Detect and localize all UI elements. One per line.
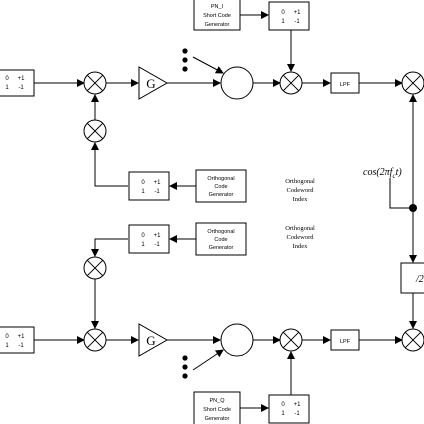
multiplier-top-2	[279, 71, 303, 95]
mapper-text: +1	[18, 76, 26, 82]
ellipsis-dot	[182, 373, 188, 379]
ellipsis-dot	[182, 48, 188, 54]
wire	[192, 349, 224, 371]
mapper-text: 1	[281, 19, 285, 25]
mapper-text: 0	[141, 180, 145, 186]
mapper-text: 1	[281, 411, 285, 417]
junction-dot	[409, 204, 417, 212]
orth-index-label: Codeword	[286, 234, 314, 241]
mapper-text: +1	[294, 402, 302, 408]
orth-index-label: Orthogonal	[285, 225, 315, 232]
wire	[91, 238, 128, 257]
ellipsis-dot	[182, 355, 188, 361]
mapper-text: +1	[154, 180, 162, 186]
pn-q-short-code-generator	[193, 391, 241, 424]
mapper-text: 1	[141, 242, 145, 248]
gain-top-label: G	[146, 76, 155, 91]
mapper-text: 0	[281, 10, 285, 16]
wire	[389, 178, 413, 209]
orth-gen-label: Orthogonal	[207, 176, 234, 182]
input-mapper-bottom	[0, 326, 35, 354]
mapper-text: 0	[281, 402, 285, 408]
gain-amplifier-top	[138, 66, 169, 100]
orth-gen-label: Generator	[209, 245, 234, 251]
orth-gen-label: Orthogonal	[207, 229, 234, 235]
mapper-text: 0	[5, 76, 9, 82]
mapper-text: -1	[294, 19, 300, 25]
mapper-text: 1	[141, 189, 145, 195]
pn-i-mapper	[268, 1, 310, 31]
ellipsis-dot	[182, 66, 188, 72]
pn-i-label: Generator	[205, 22, 230, 28]
orth-index-label: Codeword	[286, 187, 314, 194]
pn-i-label: PN_I	[211, 4, 224, 10]
wire	[192, 56, 224, 74]
divider-block	[400, 262, 424, 294]
mapper-text: 1	[5, 85, 9, 91]
orthogonal-code-generator-top	[195, 169, 247, 203]
orth-gen-label: Generator	[209, 192, 234, 198]
summer-top	[220, 66, 254, 100]
multiplier-bottom-2	[279, 328, 303, 352]
multiplier-bottom-1	[83, 328, 107, 352]
divider-label: /2	[415, 274, 424, 285]
multiplier-orth-bottom	[83, 256, 107, 280]
wire	[91, 142, 128, 187]
orth-gen-label: Code	[214, 184, 227, 190]
input-mapper-top	[0, 69, 35, 97]
gain-bottom-label: G	[146, 333, 155, 348]
lpf-top-label: LPF	[340, 82, 351, 88]
mapper-text: 1	[5, 343, 9, 349]
orth-index-label: Orthogonal	[285, 178, 315, 185]
mapper-text: 0	[5, 334, 9, 340]
pn-q-label: Generator	[205, 416, 230, 422]
mapper-text: +1	[154, 233, 162, 239]
multiplier-out-top	[401, 71, 424, 95]
multiplier-out-bottom	[401, 328, 424, 352]
pn-q-label: Short Code	[203, 407, 231, 413]
orth-index-label: Index	[293, 243, 309, 250]
mapper-text: -1	[294, 411, 300, 417]
ellipsis-dot	[182, 57, 188, 63]
mapper-text: -1	[154, 242, 160, 248]
ellipsis-dot	[182, 364, 188, 370]
gain-amplifier-bottom	[138, 323, 169, 357]
mapper-text: -1	[154, 189, 160, 195]
orth-index-label: Index	[293, 196, 309, 203]
orth-mapper-top	[128, 171, 170, 201]
pn-q-label: PN_Q	[210, 398, 226, 404]
orth-mapper-bottom	[128, 224, 170, 254]
mapper-text: -1	[18, 85, 24, 91]
mapper-text: -1	[18, 343, 24, 349]
orthogonal-code-generator-bottom	[195, 222, 247, 256]
carrier-label: cos(2πfct)	[363, 167, 402, 180]
orth-gen-label: Code	[214, 237, 227, 243]
lpf-bottom-label: LPF	[340, 339, 351, 345]
multiplier-top-1	[83, 71, 107, 95]
mapper-text: +1	[294, 10, 302, 16]
mapper-text: 0	[141, 233, 145, 239]
summer-bottom	[220, 323, 254, 357]
multiplier-orth-top	[83, 119, 107, 143]
pn-i-label: Short Code	[203, 13, 231, 19]
mapper-text: +1	[18, 334, 26, 340]
pn-i-short-code-generator	[193, 0, 241, 31]
pn-q-mapper	[268, 394, 310, 424]
